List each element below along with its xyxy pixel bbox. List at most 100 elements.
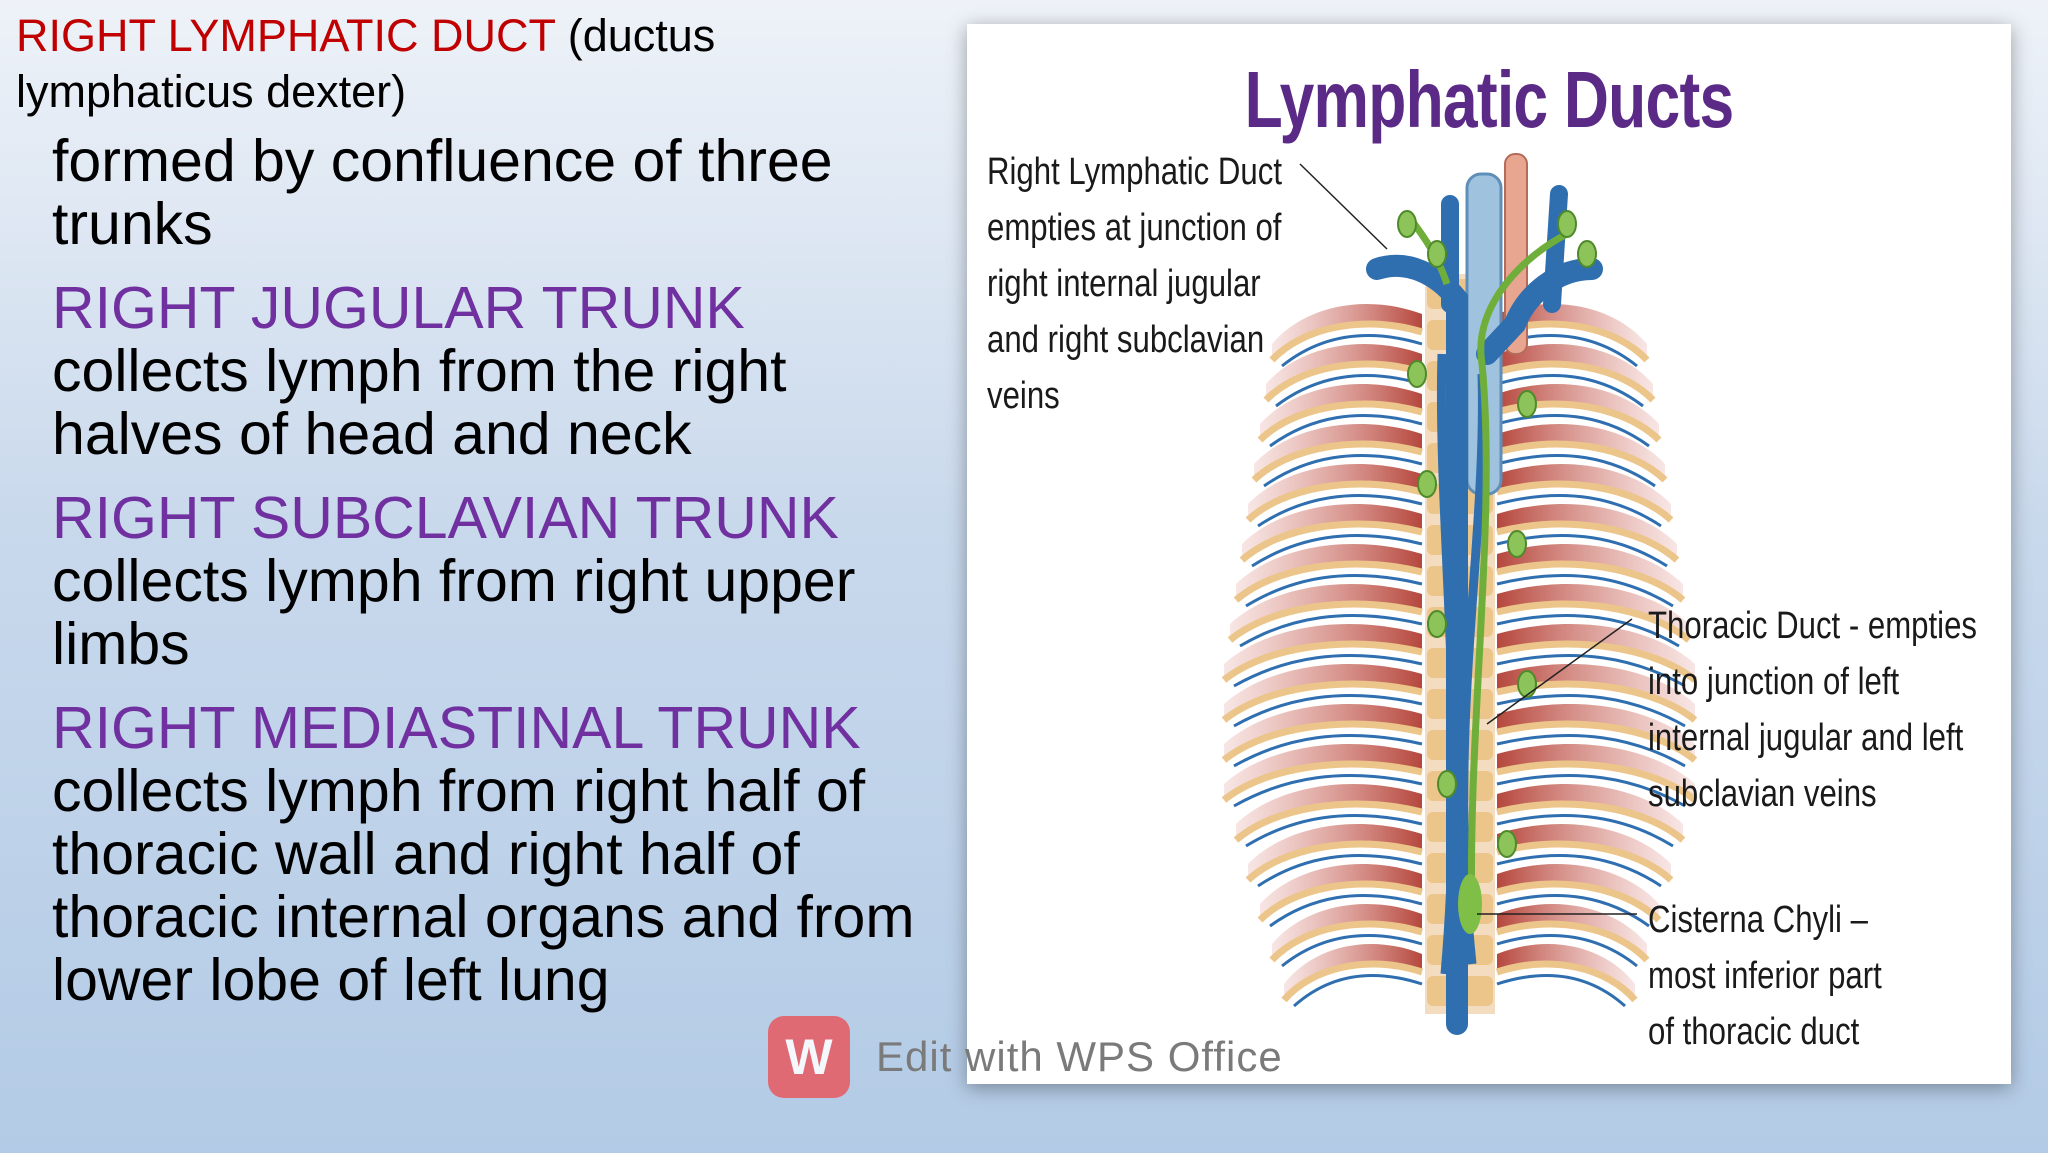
- rib: [1497, 463, 1671, 518]
- rib: [1236, 783, 1422, 838]
- rib-bone: [1245, 840, 1423, 883]
- rib-bone: [1281, 960, 1424, 1003]
- lymph-node: [1427, 240, 1447, 268]
- trunk-desc: collects lymph from right upper limbs: [52, 548, 856, 677]
- intercostal-vein: [1269, 413, 1423, 448]
- rib: [1497, 423, 1665, 478]
- rib: [1497, 623, 1695, 678]
- intercostal-vein: [1496, 854, 1662, 888]
- label-line: Cisterna Chyli –: [1648, 899, 1868, 941]
- rib-bone: [1496, 440, 1668, 483]
- rib: [1497, 383, 1659, 438]
- intercostal-vein: [1245, 814, 1423, 848]
- intercostal-vein: [1496, 373, 1644, 408]
- rib: [1497, 303, 1647, 358]
- rib: [1497, 343, 1653, 398]
- rib: [1284, 943, 1422, 998]
- label-line: internal jugular and left: [1648, 717, 1964, 759]
- rib: [1224, 623, 1422, 678]
- trunk-jugular: RIGHT JUGULAR TRUNK collects lymph from …: [52, 277, 932, 466]
- lymph-node: [1517, 670, 1537, 698]
- lymph-node: [1557, 210, 1577, 238]
- intercostal-vein: [1496, 733, 1686, 768]
- leader-line-thoracic: [1486, 618, 1633, 725]
- figure-title: Lymphatic Ducts: [1244, 55, 1735, 144]
- rib-bone: [1227, 600, 1423, 643]
- rib-bone: [1263, 360, 1423, 403]
- rib-bone: [1257, 400, 1423, 443]
- wps-watermark-text[interactable]: Edit with WPS Office: [876, 1033, 1283, 1080]
- intercostal-vein: [1269, 893, 1423, 928]
- intercostal-vein: [1496, 933, 1638, 968]
- lymph-node: [1437, 770, 1457, 798]
- trunk-mediastinal: RIGHT MEDIASTINAL TRUNK collects lymph f…: [52, 697, 932, 1012]
- intercostal-vein: [1496, 454, 1656, 488]
- rib: [1224, 663, 1422, 718]
- lymph-node: [1497, 830, 1517, 858]
- rib-bone: [1496, 720, 1698, 763]
- intercostal-vein: [1257, 854, 1423, 888]
- intercostal-vein: [1496, 413, 1650, 448]
- wps-logo-icon[interactable]: W: [768, 1016, 850, 1098]
- intercostal-vein: [1263, 454, 1423, 488]
- rib-bone: [1251, 440, 1423, 483]
- rib-bone: [1496, 520, 1680, 563]
- intercostal-vein: [1496, 773, 1686, 808]
- rib-bone: [1496, 800, 1686, 843]
- label-line: most inferior part: [1648, 955, 1882, 997]
- rib: [1230, 583, 1422, 638]
- rib: [1497, 503, 1677, 558]
- label-line: of thoracic duct: [1648, 1011, 1860, 1053]
- rib-bone: [1496, 880, 1662, 923]
- rib-bone: [1496, 640, 1698, 683]
- trunk-desc: collects lymph from right half of thorac…: [52, 758, 915, 1013]
- rib: [1248, 823, 1422, 878]
- lymph-node: [1577, 240, 1597, 268]
- rib: [1224, 703, 1422, 758]
- intercostal-vein: [1275, 373, 1423, 408]
- rib-bone: [1496, 600, 1692, 643]
- rib: [1497, 783, 1683, 838]
- rib: [1497, 943, 1635, 998]
- rib-bone: [1269, 920, 1424, 963]
- label-line: and right subclavian: [987, 319, 1265, 361]
- lymph-node: [1517, 390, 1537, 418]
- rib-bone: [1221, 680, 1423, 723]
- rib: [1497, 863, 1659, 918]
- rib: [1272, 303, 1422, 358]
- label-line: subclavian veins: [1648, 773, 1877, 815]
- slide-heading: RIGHT LYMPHATIC DUCT (ductus lymphaticus…: [16, 8, 916, 120]
- intro-text: formed by confluence of three trunks: [52, 128, 833, 257]
- rib: [1497, 663, 1695, 718]
- rib-bone: [1257, 880, 1423, 923]
- rib-bone: [1496, 840, 1674, 883]
- rib-bone: [1495, 920, 1650, 963]
- wps-watermark[interactable]: W Edit with WPS Office: [768, 1016, 1283, 1098]
- jugular-veins: [1441, 185, 1568, 313]
- trunk-desc: collects lymph from the right halves of …: [52, 338, 787, 467]
- rib-bone: [1496, 360, 1656, 403]
- rib: [1248, 463, 1422, 518]
- spine-anatomy-illustration: [1221, 153, 1698, 1035]
- intercostal-vein: [1293, 973, 1423, 1008]
- leader-line-right-duct: [1299, 163, 1388, 250]
- trunk-subclavian: RIGHT SUBCLAVIAN TRUNK collects lymph fr…: [52, 487, 932, 676]
- trunk-name: RIGHT JUGULAR TRUNK: [52, 275, 745, 341]
- text-content: formed by confluence of three trunks RIG…: [52, 130, 932, 1033]
- heading-title: RIGHT LYMPHATIC DUCT: [16, 10, 556, 61]
- rib: [1497, 583, 1689, 638]
- intercostal-vein: [1496, 494, 1662, 528]
- trunk-name: RIGHT SUBCLAVIAN TRUNK: [52, 485, 839, 551]
- heading-latin: (ductus lymphaticus dexter): [16, 10, 716, 117]
- label-line: veins: [987, 375, 1060, 417]
- rib-bone: [1233, 560, 1423, 603]
- intercostal-vein: [1496, 614, 1680, 648]
- rib-bone: [1233, 800, 1423, 843]
- rib: [1272, 903, 1422, 958]
- lymph-nodes: [1397, 210, 1597, 858]
- rib: [1236, 543, 1422, 598]
- lymph-node: [1417, 470, 1437, 498]
- rib: [1497, 823, 1671, 878]
- rib: [1254, 423, 1422, 478]
- intercostal-vein: [1233, 693, 1423, 728]
